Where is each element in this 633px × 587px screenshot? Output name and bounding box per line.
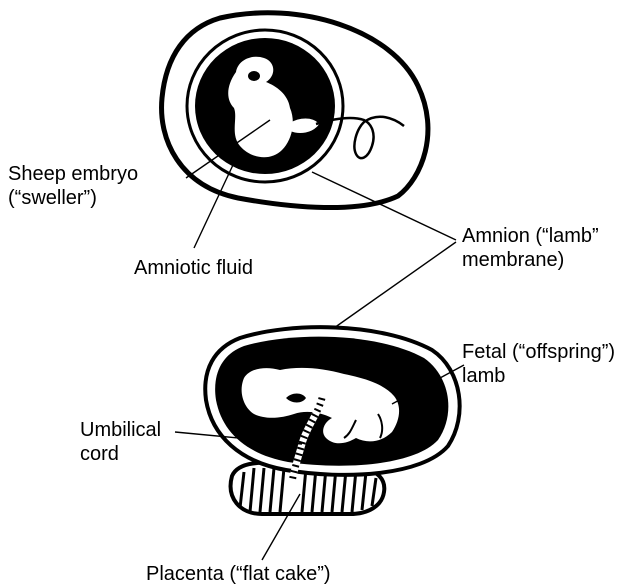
sheep-embryo-label-line2: (“sweller”) [8,186,138,210]
fetal-lamb-label-line2: lamb [462,364,615,388]
fetal-lamb-label: Fetal (“offspring”) lamb [462,340,615,388]
sheep-embryo-label: Sheep embryo (“sweller”) [8,162,138,210]
amnion-label-line1: Amnion (“lamb” [462,224,599,248]
umbilical-cord-label-line2: cord [80,442,161,466]
umbilical-cord-label: Umbilical cord [80,418,161,466]
amnion-leader-bottom [334,242,456,328]
embryo-head-dark-mark [248,71,260,81]
fetal-lamb-label-line1: Fetal (“offspring”) [462,340,615,364]
placenta-label: Placenta (“flat cake”) [146,562,331,586]
fetal-lamb-illustration [205,327,459,514]
amnion-label: Amnion (“lamb” membrane) [462,224,599,272]
umbilical-cord-label-line1: Umbilical [80,418,161,442]
sheep-embryo-label-line1: Sheep embryo [8,162,138,186]
amniotic-fluid-label: Amniotic fluid [134,256,253,280]
amnion-label-line2: membrane) [462,248,599,272]
early-embryo-illustration [162,13,428,208]
